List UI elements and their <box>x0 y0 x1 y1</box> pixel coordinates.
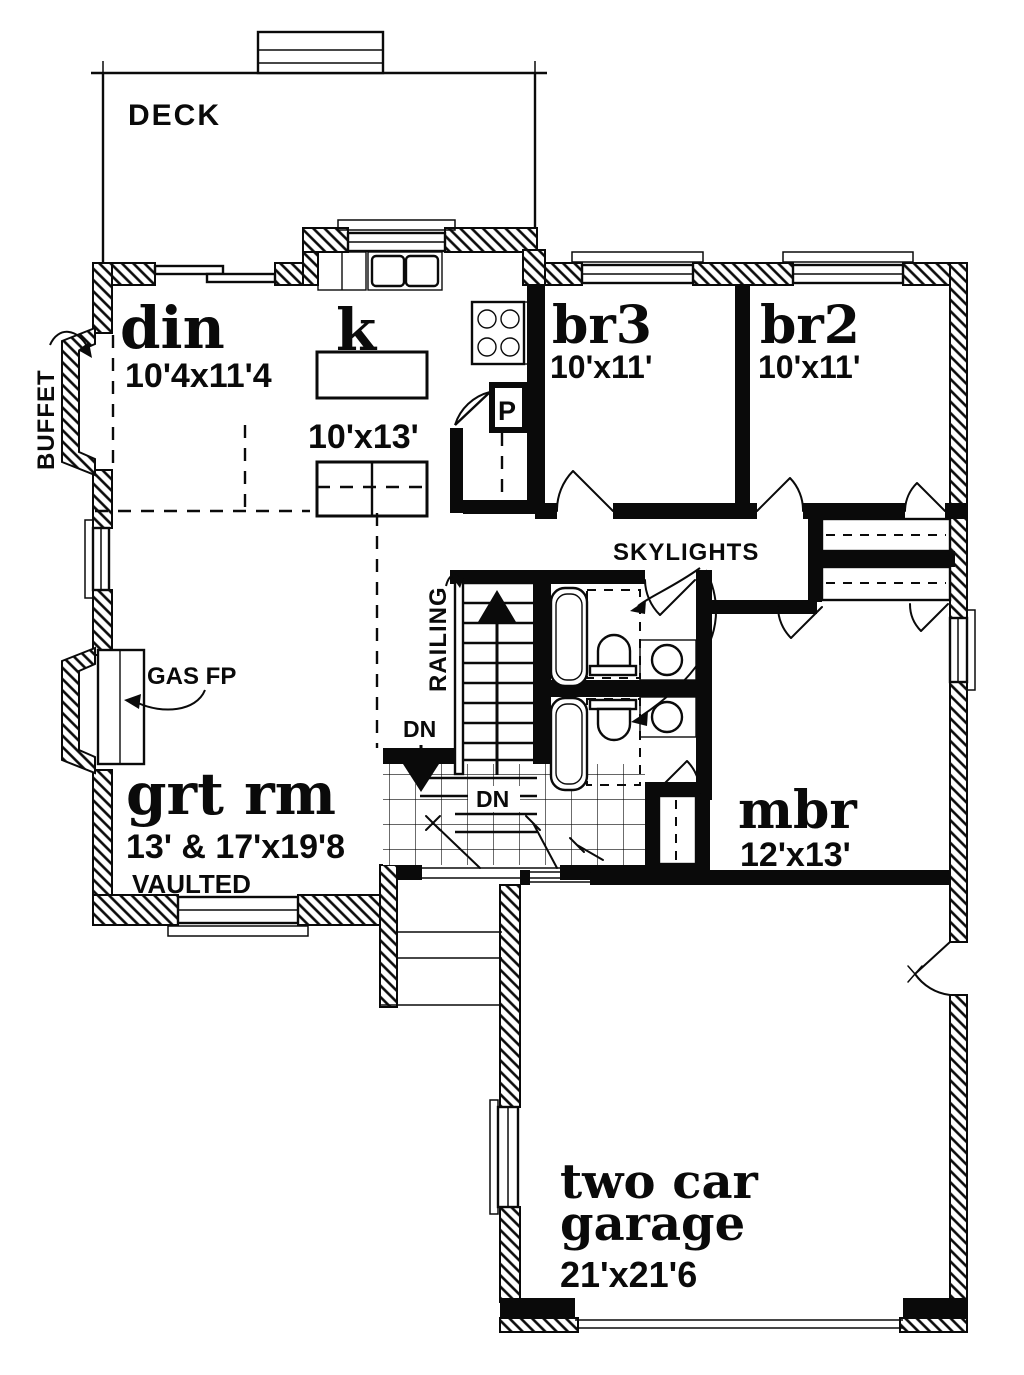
closets <box>657 517 952 866</box>
stair-down-arrow-head <box>403 764 439 792</box>
mbr-window <box>948 609 976 691</box>
kitchen-dims: 10'x13' <box>308 418 419 456</box>
pantry-door-arc <box>454 391 491 426</box>
stair-railing <box>453 580 465 776</box>
leader-arrows <box>49 330 718 726</box>
railing-label: RAILING <box>425 586 452 692</box>
skylights-label: SKYLIGHTS <box>613 539 759 566</box>
skylight-outline <box>586 589 641 679</box>
foyer-closet <box>657 794 698 866</box>
br2-dims: 10'x11' <box>758 349 860 385</box>
br3-dims: 10'x11' <box>550 349 652 385</box>
vestibule-door <box>777 606 823 639</box>
bathtub-icon <box>549 586 589 688</box>
front-door-threshold <box>421 867 561 879</box>
dining-window <box>84 519 111 599</box>
kitchen-window <box>337 219 456 253</box>
refrigerator-icon <box>317 251 367 291</box>
garage-overhead-door <box>575 1319 903 1329</box>
great-room-label: grt rm <box>126 760 336 828</box>
dashed-boundaries <box>95 335 504 748</box>
buffet-label: BUFFET <box>33 369 60 470</box>
windows <box>84 219 976 1329</box>
deck-sliding-door <box>153 264 277 284</box>
fireplace-bump-wall <box>61 646 96 775</box>
br3-window <box>571 251 704 285</box>
gas-fp-label: GAS FP <box>147 663 236 690</box>
br2-closet-door <box>904 482 946 512</box>
pantry-door-leaf <box>454 391 491 426</box>
mbr-dims: 12'x13' <box>740 836 851 874</box>
garage-entry-threshold <box>529 871 591 883</box>
toilet-icon <box>588 633 638 677</box>
skylight-arrowhead <box>630 600 646 614</box>
garage-dims: 21'x21'6 <box>560 1254 697 1295</box>
buffet-leader-line <box>49 330 89 349</box>
kitchen-island <box>315 350 429 400</box>
gas-fp-arrowhead <box>124 694 141 709</box>
kitchen-fixtures <box>315 251 538 518</box>
front-door-leaf <box>425 815 481 869</box>
kitchen-sink-icon <box>367 251 443 291</box>
dining-label: din <box>120 294 225 362</box>
deck-outline <box>91 30 547 263</box>
kitchen-peninsula <box>315 460 429 518</box>
entry-porch <box>380 931 502 1006</box>
stair-up-arrow-head <box>478 590 516 622</box>
master-bath-door <box>654 760 702 794</box>
dn-entry-label: DN <box>476 786 509 812</box>
buffet-arrowhead <box>78 342 92 358</box>
garage-label-line2: garage <box>560 1196 745 1252</box>
kitchen-label: k <box>336 296 378 364</box>
br2-window <box>782 251 914 285</box>
garage-service-door <box>907 941 968 996</box>
pantry-cabinet <box>489 382 528 433</box>
railing-arrowhead <box>452 577 464 588</box>
bathtub-icon <box>549 696 589 792</box>
deck-label: DECK <box>128 99 221 132</box>
skylight-arrowhead <box>631 711 648 726</box>
great-room-dims: 13' & 17'x19'8 <box>126 828 345 866</box>
doors <box>421 470 968 996</box>
dining-dims: 10'4x11'4 <box>125 357 272 395</box>
great-room-window <box>167 895 309 937</box>
mbr-door <box>908 603 949 632</box>
front-door-leaf <box>525 815 604 869</box>
br3-label: br3 <box>552 295 652 356</box>
deck-steps <box>256 30 385 75</box>
br3-door <box>555 470 614 512</box>
master-closet <box>820 565 952 602</box>
dn-stairs-label: DN <box>403 716 436 742</box>
gas-fp-leader-line <box>137 689 206 711</box>
mbr-label: mbr <box>738 780 857 841</box>
br2-door <box>756 477 805 512</box>
skylight-leader-line <box>639 569 718 718</box>
pantry-label: P <box>498 396 516 426</box>
dn-entry-label-backing <box>468 786 520 812</box>
vanity-sink-icon <box>639 639 697 681</box>
hall-closet <box>820 517 952 553</box>
garage-window <box>489 1099 520 1215</box>
stove-icon <box>470 300 538 366</box>
br2-label: br2 <box>760 295 860 356</box>
garage-label-line1: two car <box>560 1154 759 1210</box>
great-room-note: VAULTED <box>132 869 251 899</box>
bathrooms <box>549 586 697 792</box>
labels: DECK din 10'4x11'4 k 10'x13' br3 10'x11'… <box>33 99 860 1295</box>
